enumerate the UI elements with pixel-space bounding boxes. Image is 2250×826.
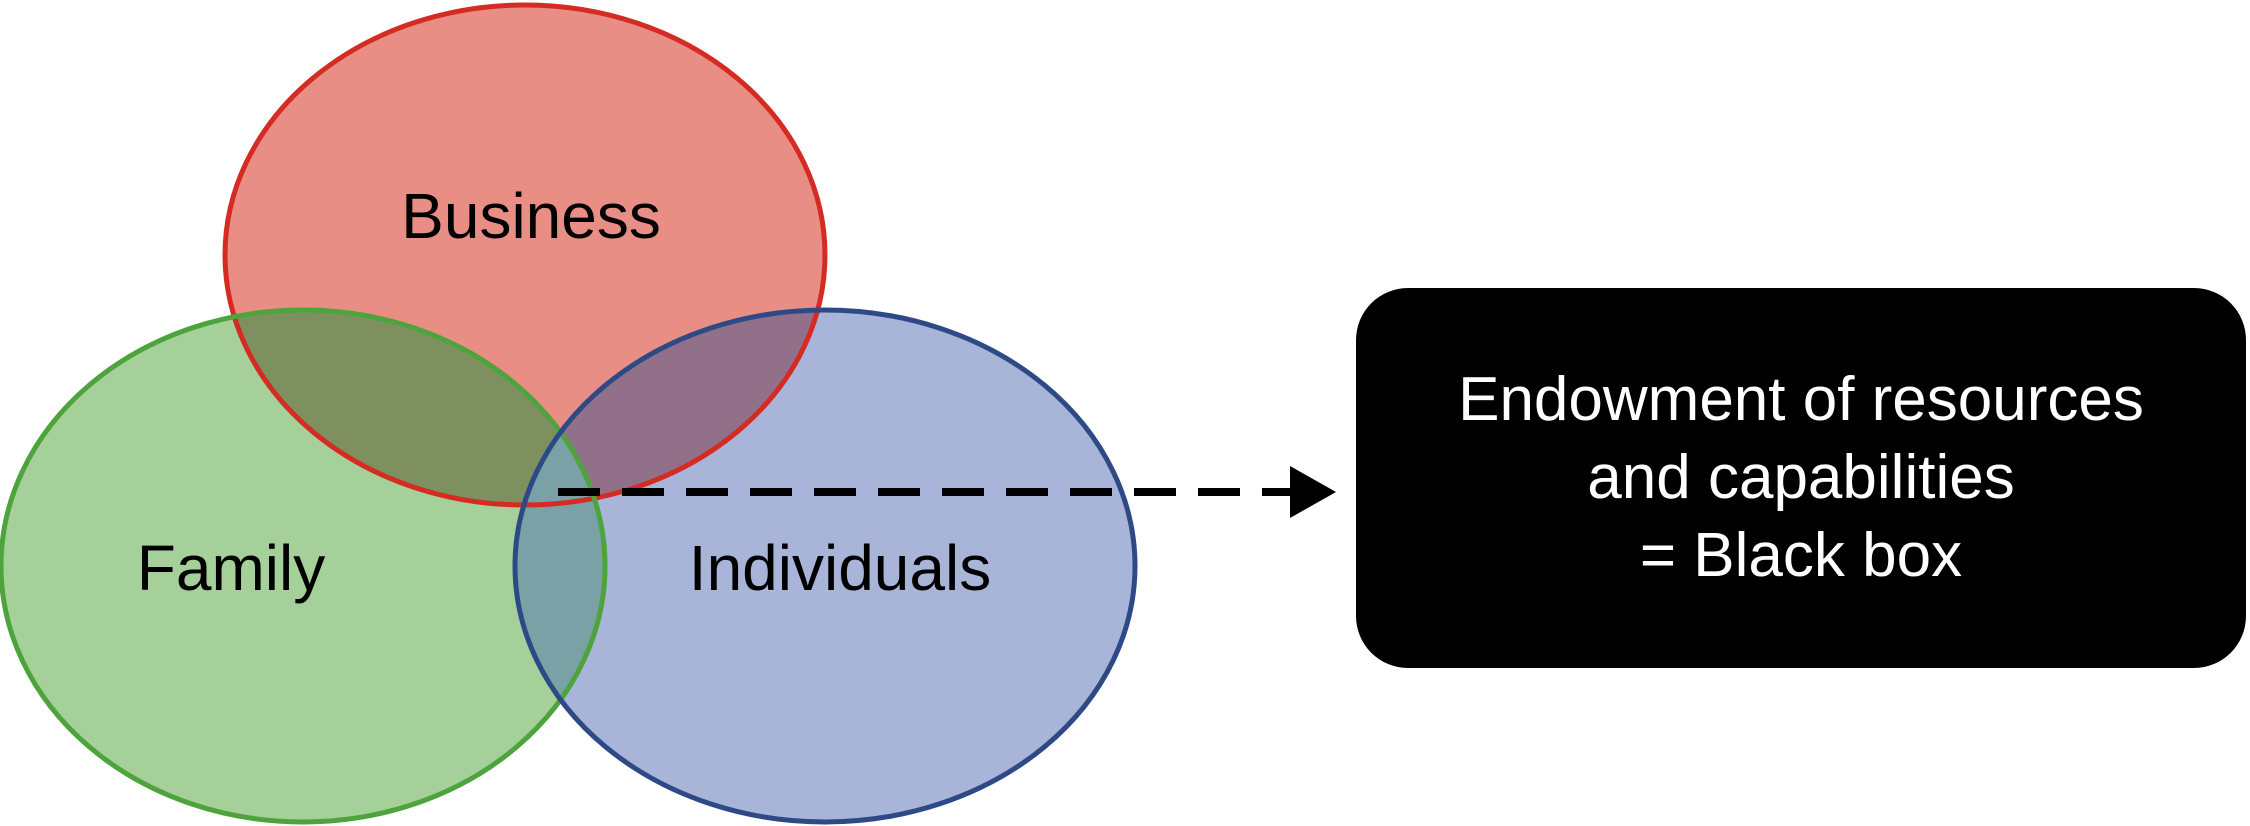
black-box-text: Endowment of resources and capabilities … bbox=[1356, 288, 2246, 668]
family-label: Family bbox=[137, 532, 325, 604]
individuals-outline bbox=[512, 307, 1138, 825]
overlap-business-individuals bbox=[515, 310, 825, 505]
black-box bbox=[1356, 288, 2246, 668]
business-label: Business bbox=[401, 180, 661, 252]
family-outline bbox=[0, 307, 608, 825]
black-box-line-2: and capabilities bbox=[1587, 443, 2015, 512]
overlap-business-family bbox=[225, 310, 605, 505]
black-box-line-3: = Black box bbox=[1639, 521, 1963, 590]
arrow-head-icon bbox=[1290, 466, 1336, 518]
black-box-line-1: Endowment of resources bbox=[1458, 365, 2144, 434]
individuals-label: Individuals bbox=[689, 532, 991, 604]
